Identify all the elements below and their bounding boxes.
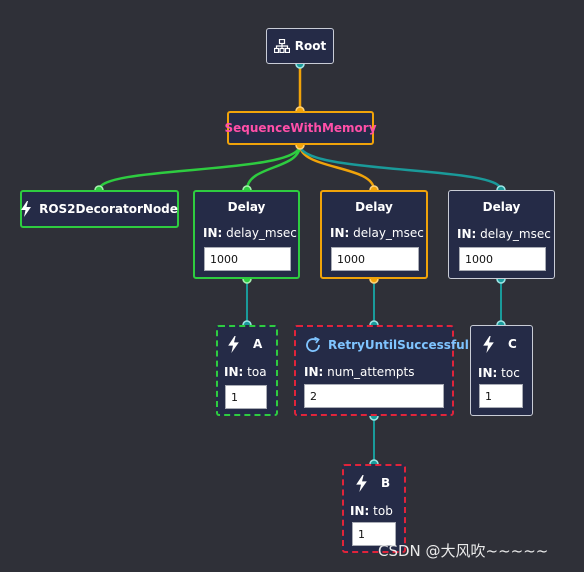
tree-icon <box>273 39 290 53</box>
num-attempts-input[interactable]: 2 <box>304 384 444 408</box>
port-row: IN: delay_msec <box>330 226 426 240</box>
port-row: IN: num_attempts <box>304 365 452 379</box>
port-name: tob <box>373 504 393 518</box>
port-direction: IN: <box>203 226 223 240</box>
ros2-decorator-label: ROS2DecoratorNode <box>39 202 178 216</box>
port-name: toa <box>247 365 267 379</box>
edge-sequence-delay1 <box>245 144 302 191</box>
edge-sequence-delay3 <box>298 144 503 191</box>
port-name: delay_msec <box>353 226 424 240</box>
lightning-icon <box>356 474 367 492</box>
delay-msec-input[interactable]: 1000 <box>331 247 419 271</box>
delay-node-2[interactable]: Delay IN: delay_msec 1000 <box>320 190 428 279</box>
toc-input[interactable]: 1 <box>479 384 523 408</box>
port-row: IN: delay_msec <box>203 226 298 240</box>
refresh-icon <box>304 336 322 354</box>
port-name: num_attempts <box>327 365 415 379</box>
delay-label: Delay <box>355 200 393 214</box>
sequence-node[interactable]: SequenceWithMemory <box>224 111 377 145</box>
port-name: delay_msec <box>226 226 297 240</box>
action-label: B <box>381 476 391 490</box>
port-row: IN: delay_msec <box>457 227 554 241</box>
port-name: delay_msec <box>480 227 551 241</box>
delay-label: Delay <box>227 200 266 214</box>
port-row: IN: tob <box>350 504 404 518</box>
action-label: A <box>253 337 263 351</box>
root-label: Root <box>294 39 327 53</box>
action-node-a[interactable]: A IN: toa 1 <box>216 325 278 416</box>
lightning-icon <box>21 201 32 217</box>
lightning-icon <box>228 335 239 353</box>
port-name: toc <box>501 366 520 380</box>
tob-input[interactable]: 1 <box>352 522 396 546</box>
action-label: C <box>508 337 517 351</box>
port-direction: IN: <box>304 365 324 379</box>
action-node-c[interactable]: C IN: toc 1 <box>470 325 533 416</box>
port-direction: IN: <box>330 226 350 240</box>
ros2-decorator-node[interactable]: ROS2DecoratorNode <box>20 190 179 228</box>
root-node[interactable]: Root <box>266 28 334 64</box>
port-row: IN: toc <box>478 366 532 380</box>
delay-node-1[interactable]: Delay IN: delay_msec 1000 <box>193 190 300 279</box>
edge-sequence-delay2 <box>298 144 376 191</box>
action-node-b[interactable]: B IN: tob 1 <box>342 464 406 553</box>
port-direction: IN: <box>478 366 498 380</box>
retry-node[interactable]: RetryUntilSuccessful IN: num_attempts 2 <box>294 325 469 416</box>
port-direction: IN: <box>224 365 244 379</box>
edge-sequence-ros2 <box>97 144 302 191</box>
lightning-icon <box>483 335 494 353</box>
sequence-label: SequenceWithMemory <box>224 121 377 135</box>
delay-label: Delay <box>482 200 521 214</box>
delay-msec-input[interactable]: 1000 <box>459 247 546 271</box>
port-direction: IN: <box>457 227 477 241</box>
port-row: IN: toa <box>224 365 276 379</box>
retry-label: RetryUntilSuccessful <box>328 338 469 352</box>
port-direction: IN: <box>350 504 370 518</box>
delay-node-3[interactable]: Delay IN: delay_msec 1000 <box>448 190 555 279</box>
delay-msec-input[interactable]: 1000 <box>204 247 291 271</box>
watermark: CSDN @大风吹~~~~~ <box>378 542 549 560</box>
toa-input[interactable]: 1 <box>225 385 267 409</box>
